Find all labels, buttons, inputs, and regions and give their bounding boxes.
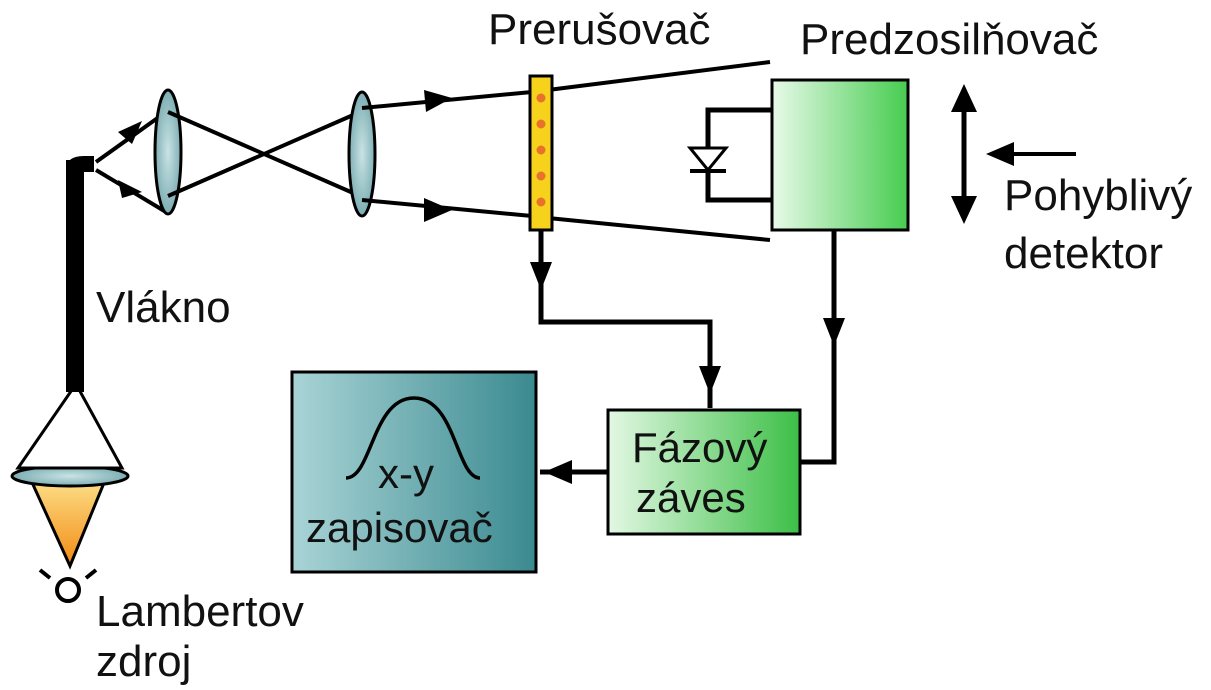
fiber	[66, 156, 94, 392]
source-label-line1: Lambertov	[96, 587, 304, 636]
beam-arrow-icon	[424, 90, 452, 112]
crossing-beams	[167, 110, 361, 198]
chopper	[528, 74, 554, 232]
preamp-box	[770, 78, 910, 232]
source-label-line2: zdroj	[96, 637, 191, 686]
lamp-icon	[55, 577, 81, 603]
beam-arrow-icon	[118, 121, 142, 144]
movable-detector-label-line2: detektor	[1004, 229, 1163, 278]
movement-double-arrow-icon	[951, 84, 977, 224]
signal-arrow-icon	[530, 262, 552, 290]
signal-arrow-icon	[544, 460, 572, 484]
beam-arrow-icon	[118, 180, 142, 198]
input-beam	[94, 110, 168, 214]
lockin-box	[606, 408, 802, 536]
gaussian-curve-icon	[345, 396, 481, 480]
preamp-signal-wire	[800, 230, 845, 465]
movable-detector-label-line1: Pohyblivý	[1004, 171, 1192, 220]
lens-2	[347, 90, 377, 218]
photodiode-icon	[686, 107, 772, 203]
chopper-label: Prerušovač	[488, 5, 711, 54]
preamp-label: Predzosilňovač	[800, 15, 1098, 64]
chopper-reference-wire	[530, 230, 721, 408]
lockin-label-line2: záves	[636, 474, 746, 521]
lamp-ray-right	[84, 568, 98, 580]
fiber-label: Vlákno	[96, 283, 231, 332]
recorder-label-line1: x-y	[378, 450, 434, 497]
lens-1	[153, 88, 183, 216]
beam-arrow-icon	[424, 198, 452, 222]
lockin-label-line1: Fázový	[632, 424, 767, 471]
signal-arrow-icon	[699, 366, 721, 394]
lockin-output-wire	[540, 460, 608, 484]
lamp-ray-left	[38, 568, 52, 580]
signal-arrow-icon	[823, 318, 845, 346]
pointer-arrow-icon	[986, 142, 1076, 166]
source-cone	[27, 476, 109, 570]
fiber-coupler-funnel	[15, 381, 125, 470]
lambertian-source	[10, 381, 130, 603]
output-beams	[361, 60, 771, 242]
recorder-label-line2: zapisovač	[306, 504, 493, 551]
recorder-box	[290, 370, 538, 574]
